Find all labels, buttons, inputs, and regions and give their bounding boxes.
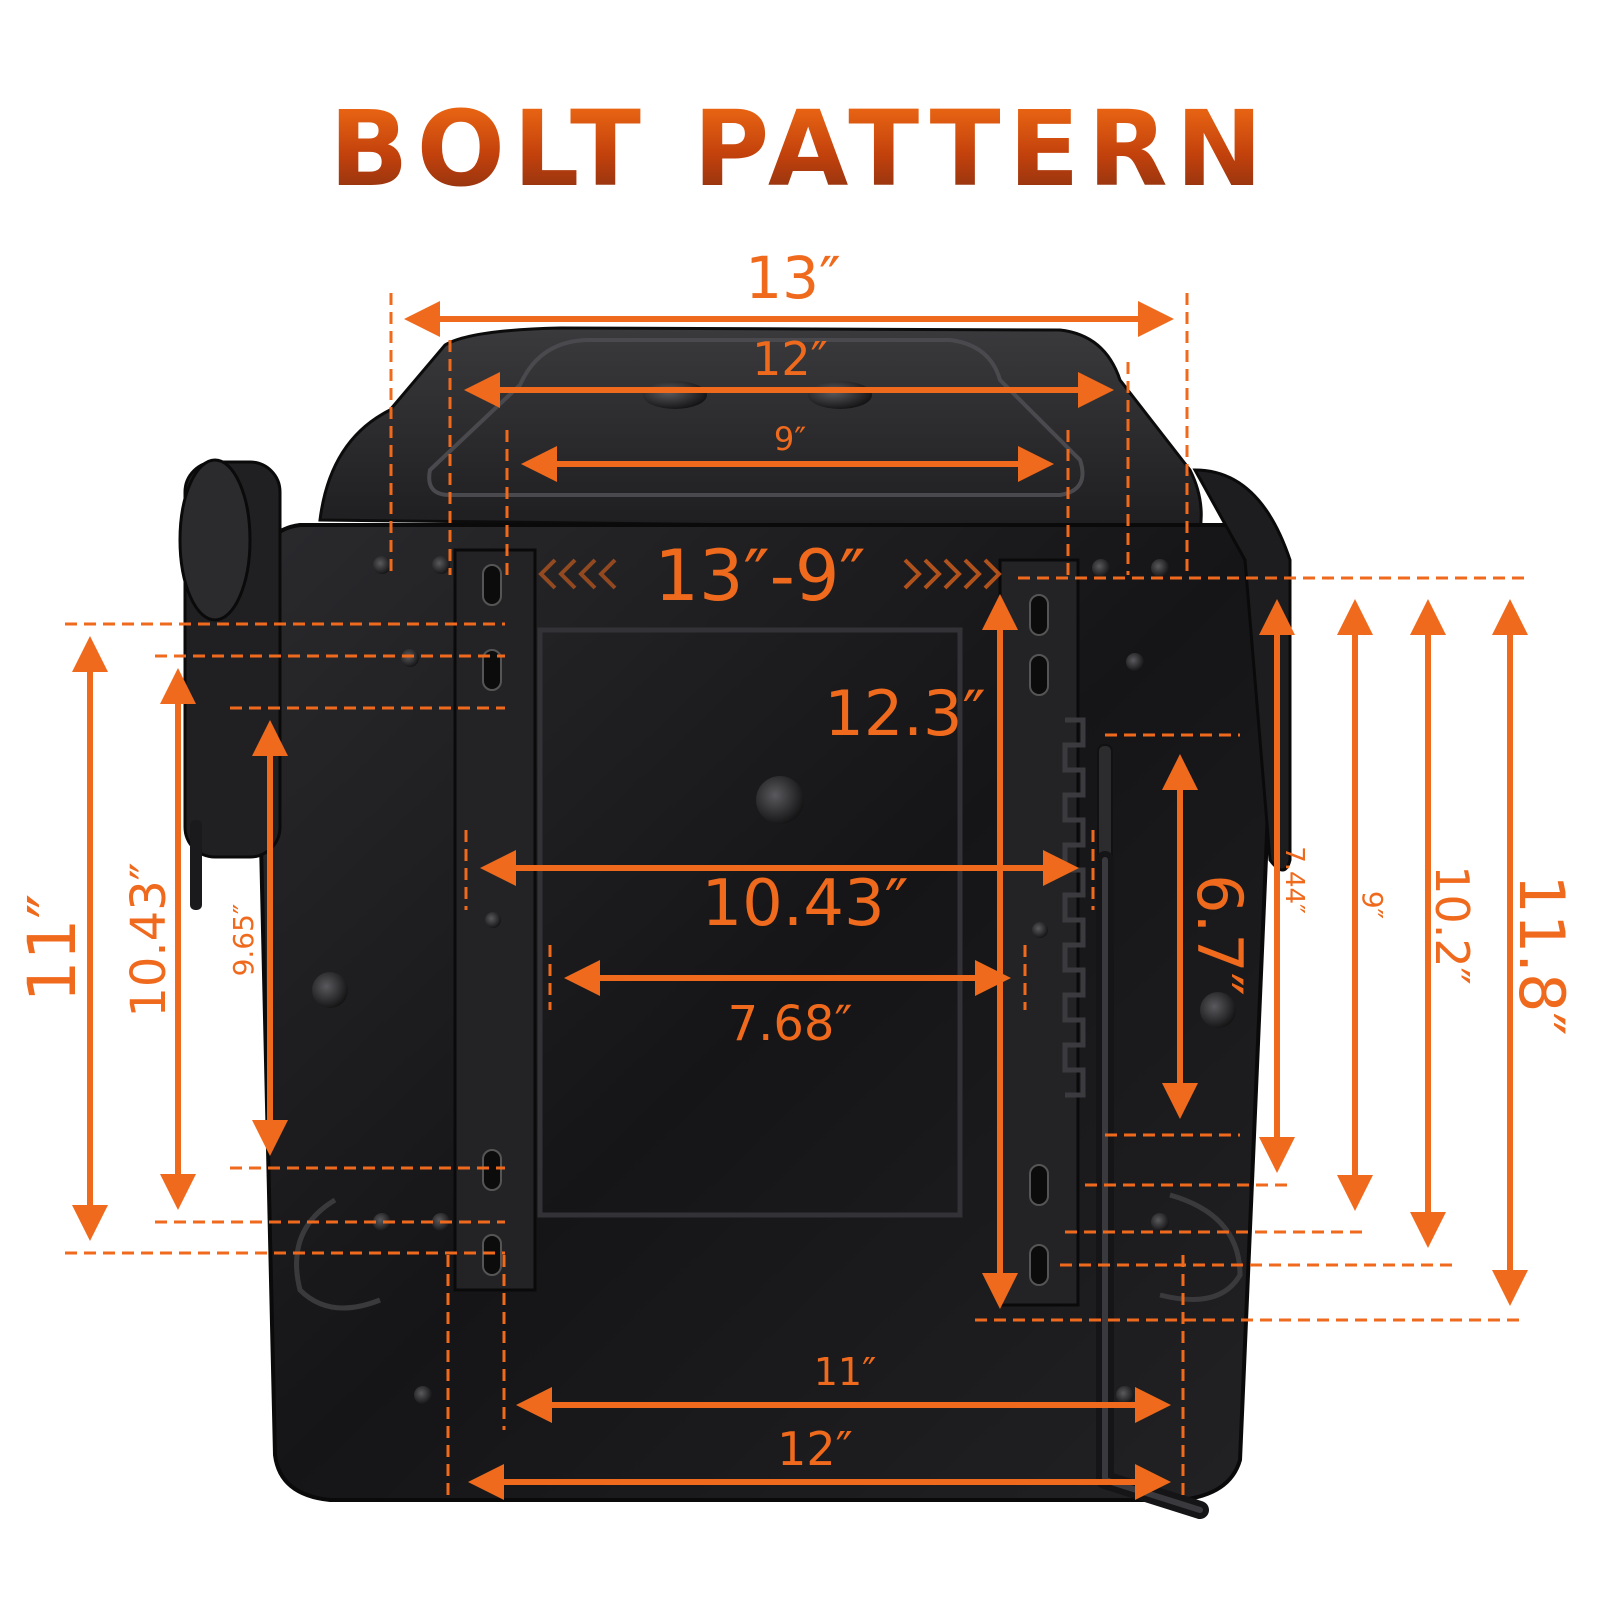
inner-panel	[537, 627, 963, 1218]
label-7-68: 7.68″	[728, 996, 853, 1052]
label-top-9: 9″	[774, 420, 806, 458]
chevrons-left	[538, 558, 617, 590]
label-range-13-9: 13″-9″	[654, 535, 865, 617]
label-right-9: 9″	[1356, 891, 1389, 919]
label-right-7-44: 7.44″	[1279, 846, 1309, 914]
right-slide-rail	[998, 558, 1086, 1307]
label-left-9-65: 9.65″	[227, 904, 260, 977]
label-left-10-43: 10.43″	[121, 862, 177, 1017]
label-right-10-2: 10.2″	[1425, 865, 1479, 985]
corner-dimple-right	[1159, 1192, 1243, 1302]
recline-knob	[178, 458, 282, 910]
dimension-guides	[65, 293, 1525, 1500]
label-top-12: 12″	[752, 332, 828, 386]
label-top-13: 13″	[745, 244, 840, 312]
chevrons-right	[903, 558, 1002, 590]
label-10-43: 10.43″	[701, 867, 908, 941]
page-title: BOLT PATTERN	[0, 88, 1600, 210]
label-6-7: 6.7″	[1183, 874, 1256, 996]
label-12-3: 12.3″	[824, 677, 985, 750]
corner-dimple-left	[294, 1197, 381, 1311]
label-left-11: 11″	[14, 894, 91, 1003]
dimension-arrows	[72, 301, 1528, 1500]
label-right-11-8: 11.8″	[1505, 874, 1578, 1035]
left-slide-rail	[453, 548, 537, 1292]
label-bottom-11: 11″	[814, 1350, 877, 1394]
label-bottom-12: 12″	[777, 1422, 853, 1476]
